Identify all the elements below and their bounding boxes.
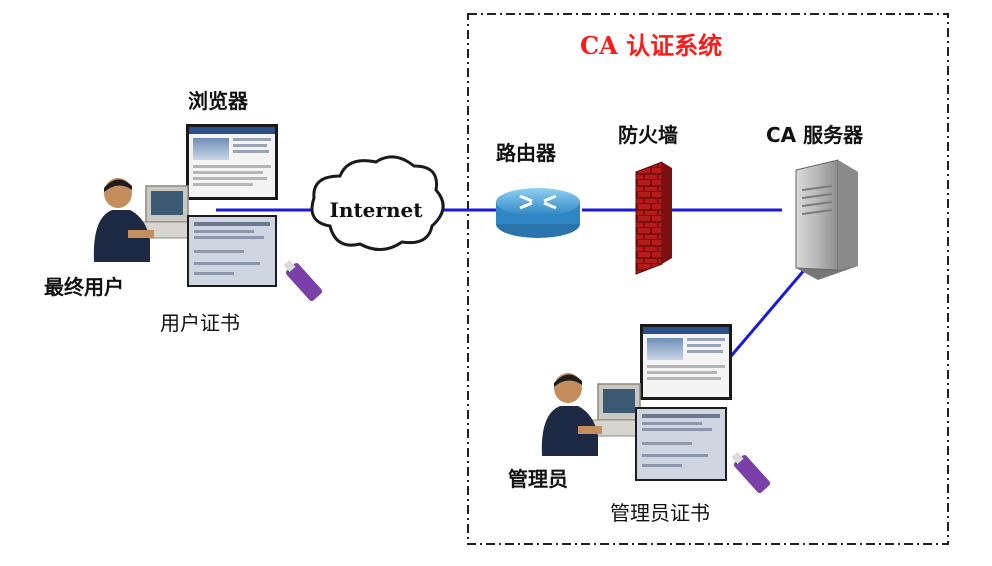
admin-usb-key-icon — [731, 452, 771, 493]
ca-server-label: CA 服务器 — [766, 123, 864, 147]
router-label: 路由器 — [496, 141, 557, 165]
firewall-icon — [635, 161, 672, 275]
link-server-admin — [724, 267, 808, 363]
ca-system-boundary — [467, 13, 949, 545]
admin-certificate-icon — [635, 407, 727, 481]
admin-icon — [541, 373, 647, 456]
firewall-label: 防火墙 — [618, 123, 678, 147]
router-icon — [496, 188, 580, 238]
end-user-label: 最终用户 — [44, 275, 124, 299]
internet-label: Internet — [330, 198, 424, 222]
ca-system-title: CA 认证系统 — [580, 31, 722, 60]
user-certificate-icon — [187, 215, 277, 287]
admin-certificate-label: 管理员证书 — [610, 501, 710, 525]
network-links — [216, 208, 808, 363]
user-certificate-label: 用户证书 — [160, 311, 240, 335]
browser-label: 浏览器 — [188, 89, 249, 113]
end-user-icon — [93, 178, 195, 262]
admin-browser-window-icon — [640, 324, 732, 400]
ca-server-icon — [795, 159, 858, 280]
admin-label: 管理员 — [508, 467, 568, 491]
user-usb-key-icon — [283, 260, 323, 301]
internet-cloud-icon — [310, 155, 445, 251]
browser-window-icon — [186, 124, 278, 200]
